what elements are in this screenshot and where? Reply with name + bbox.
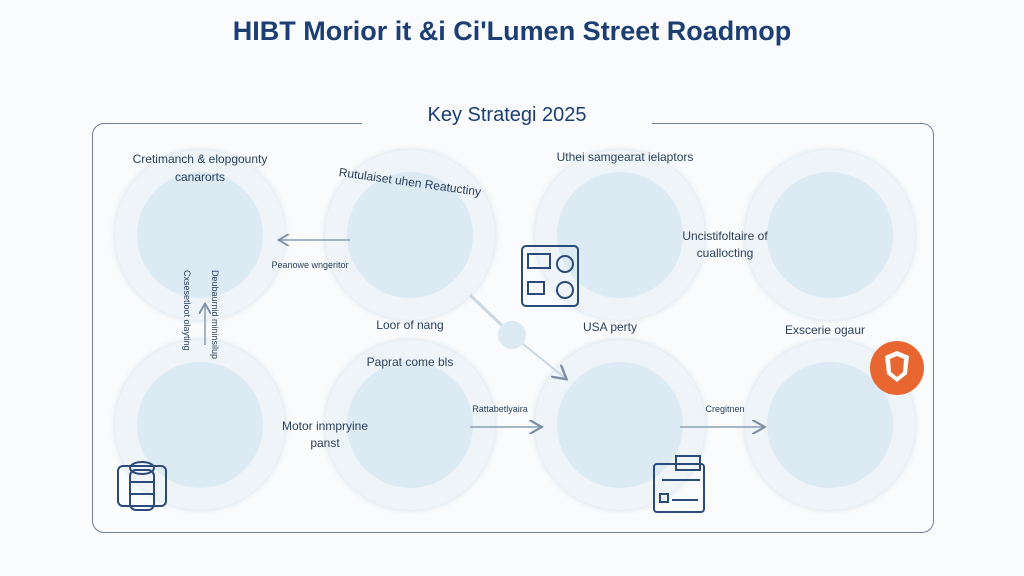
- shield-icon: [870, 341, 924, 395]
- node-circle-4: [745, 150, 915, 320]
- node-circle-7: [535, 340, 705, 510]
- edge-label-right: Cregitnen: [705, 404, 745, 414]
- edge-label-left: Peanowe wngeritor: [271, 260, 349, 270]
- node-circle-1: [115, 150, 285, 320]
- node-label-5: Motor inmpryine panst: [281, 419, 369, 450]
- server-stack-icon: [117, 461, 167, 511]
- diagram-title: HIBT Morior it &i Ci'Lumen Street Roadmo…: [232, 16, 792, 46]
- edge-label-loor: Loor of nang: [376, 318, 444, 332]
- node-label-6: Paprat come bls: [366, 355, 454, 369]
- diagram-subtitle: Key Strategi 2025: [362, 104, 652, 127]
- vertical-label-1: Cxsesetloot olayting: [182, 270, 192, 351]
- vertical-label-2: Deubaurnid mininsilup: [210, 270, 220, 360]
- node-label-3: Uthei samgearat ielaptors: [556, 150, 694, 164]
- node-circle-3: [535, 150, 705, 320]
- document-gear-icon: [521, 245, 579, 307]
- edge-label-mid: Rattabetlyaira: [472, 404, 528, 414]
- hub-node: [498, 321, 526, 349]
- node-circle-6: [325, 340, 495, 510]
- printer-document-icon: [653, 455, 705, 513]
- node-label-1: Cretimanch & elopgounty canarorts: [132, 152, 268, 184]
- node-label-8: Exscerie ogaur: [784, 323, 866, 337]
- node-circle-2: [325, 150, 495, 320]
- node-label-4: Uncistifoltaire of cuallocting: [682, 229, 768, 260]
- node-label-7: USA perty: [582, 320, 638, 334]
